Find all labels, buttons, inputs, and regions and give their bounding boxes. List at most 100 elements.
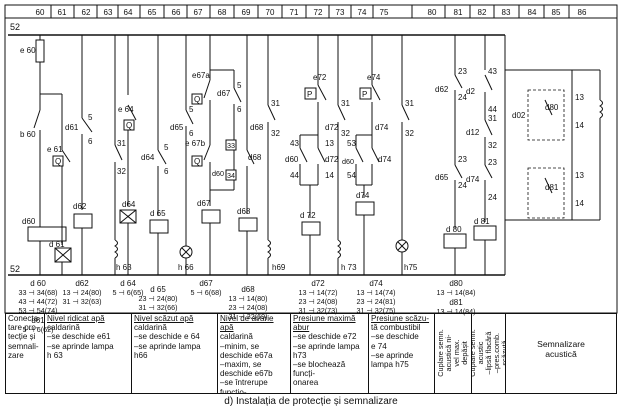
desc-col6-l4: –se aprinde [371,350,414,360]
ref-title-d64: d 64 [120,279,136,288]
ref-line-d80: 13 ⊣ 14(84) [436,288,475,297]
contact-e67b [203,144,211,161]
label-c32b: 32 [488,141,497,150]
label-d64-c5: 5 [164,143,169,152]
label-d74b: d74 [378,155,392,164]
contact-d81 [544,177,553,194]
desc-col5-l4: onarea [293,378,319,388]
ref-line-d74: 23 ⊣ 24(81) [356,297,395,306]
desc-col6-l3: e 74 [371,341,387,351]
label-h73: h 73 [341,263,357,272]
label-d65-c5: 5 [189,105,194,114]
desc-col5-title: Presiune maximă abur [293,314,356,333]
desc-col2-l4: h 63 [47,350,63,360]
relay-coil-d74 [355,201,375,216]
contact-e67a [203,79,211,99]
column-number: 72 [314,8,323,17]
label-d80-coil: d 80 [446,225,462,234]
label-e67a: e67a [192,71,210,80]
label-d65-c6: 6 [189,129,194,138]
label-d74-c32: 32 [405,129,414,138]
description-acoustic-signal: Semnalizare acustică [506,313,617,393]
label-d74: d74 [375,123,389,132]
dashed-box-d80 [527,89,565,141]
label-c31a: 31 [117,139,126,148]
label-e61-q: Q [55,157,61,166]
desc-col4-title: Nivel de avarie apă [220,314,274,333]
label-d2: d2 [466,87,475,96]
contact-d68-c [246,149,255,165]
column-number: 60 [36,8,45,17]
desc-col2-l3: –se aprinde lampa [47,341,114,351]
column-number: 75 [380,8,389,17]
label-d67-c5: 5 [237,81,242,90]
ref-title-d67: d67 [199,279,213,288]
contact-d80 [544,99,553,116]
ref-title-d62: d62 [75,279,89,288]
ref-title-d80: d80 [449,279,463,288]
label-c23: 23 [458,67,467,76]
ref-title-d72: d72 [311,279,325,288]
ref-line-d65: 23 ⊣ 24(80) [138,294,177,303]
bottom-rail-label: 52 [10,264,20,274]
column-number: 73 [336,8,345,17]
contact-e64 [127,104,137,121]
fuse-e60 [35,39,45,63]
dashed-box-d81 [527,167,565,219]
ref-line-d65: 31 ⊣ 32(66) [138,303,177,312]
column-number: 64 [124,8,133,17]
desc-col1-l2: tare pro- [8,323,39,333]
label-d64: d64 [122,200,136,209]
ref-line-d68: 13 ⊣ 14(80) [228,294,267,303]
desc-col9-l1: Semnalizare [537,339,585,349]
label-d61-c5: 5 [88,113,93,122]
desc-col7-text: Cuplare semn. acustică ni- vel max. depă… [436,329,469,377]
column-number: 70 [266,8,275,17]
label-d61-coil: d 61 [49,240,65,249]
relay-coil-d68 [238,217,258,232]
desc-col3-l2: –se deschide e 64 [134,332,200,342]
column-number: 68 [218,8,227,17]
column-number: 63 [104,8,113,17]
label-d12: d12 [466,128,480,137]
label-e64: e 64 [118,105,134,114]
label-d67-coil: d67 [197,199,211,208]
desc-col4-l2: –minim, se deschide e67a [220,341,273,360]
switch-b60 [33,109,41,129]
contact-d68 [267,104,276,121]
column-number: 82 [478,8,487,17]
ref-line-d62: 13 ⊣ 24(80) [62,288,101,297]
contact-e72 [317,84,327,101]
ref-line-d72: 23 ⊣ 24(08) [298,297,337,306]
label-c32a: 32 [117,167,126,176]
pressure-switch-e72 [304,87,317,100]
ref-sub-line-d80: 13 ⊣ 14(84) [436,307,475,316]
column-number: 65 [148,8,157,17]
coil-d61-mark-b [54,247,72,263]
relay-coil-d65 [149,219,169,234]
desc-col1-l1: Conecta- [8,314,41,323]
horn-coil-h73 [337,239,341,259]
ref-sub-title-d60: d61 [31,316,45,325]
label-c54: 54 [347,171,356,180]
horn-coil-h63 [114,239,118,259]
description-max-pressure: Presiune maximă abur –se deschide e72 –s… [291,313,369,393]
ref-sub-title-d80: d81 [449,298,463,307]
label-d72-c32: 32 [341,129,350,138]
description-acoustic-flame: Cuplare semn. acustic –lipsă flacără –pr… [472,313,506,393]
label-d60c: d60 [342,157,354,166]
ref-line-d68: 31 ⊣ 32(69) [228,312,267,321]
contact-d74-31 [401,104,410,121]
label-e72: e72 [313,73,327,82]
level-switch-e64 [123,119,135,131]
label-d68b: d68 [248,153,262,162]
column-number: 66 [172,8,181,17]
ref-title-d60: d 60 [30,279,46,288]
label-d64-c6: 6 [164,167,169,176]
ref-line-d74: 13 ⊣ 14(74) [356,288,395,297]
contact-d2-43 [484,74,493,91]
column-number: 86 [578,8,587,17]
label-d74-coil: d74 [356,191,370,200]
contact-d62-23 [454,74,463,89]
